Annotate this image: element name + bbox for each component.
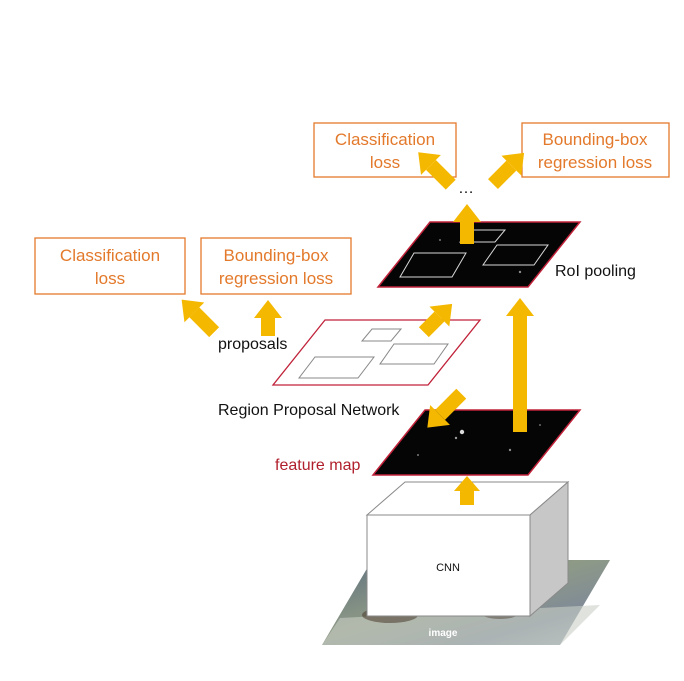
classification-loss-box-top: Classification loss <box>313 122 457 178</box>
roi-pooling-label: RoI pooling <box>555 263 636 280</box>
bbox-regression-top-line2: regression loss <box>538 153 652 172</box>
classification-loss-top-line1: Classification <box>335 130 435 149</box>
cnn-label: CNN <box>436 562 460 574</box>
roi-pooling-plane <box>376 221 582 288</box>
bbox-regression-left-line2: regression loss <box>219 269 333 288</box>
proposals-label: proposals <box>218 336 287 353</box>
rpn-label: Region Proposal Network <box>218 402 400 419</box>
arrow-proposals-to-roi <box>418 303 453 338</box>
arrow-feature-map-to-roi <box>506 298 534 432</box>
bbox-regression-left-line1: Bounding-box <box>224 246 329 265</box>
arrow-proposals-to-classification-left <box>181 299 220 338</box>
bbox-regression-top-line1: Bounding-box <box>543 130 648 149</box>
cnn-block: CNN <box>365 480 570 618</box>
arrow-to-classification-top <box>418 152 456 190</box>
feature-map-plane <box>371 409 582 476</box>
bbox-regression-loss-box-left: Bounding-box regression loss <box>200 237 352 295</box>
feature-map-label: feature map <box>275 457 360 474</box>
image-label: image <box>429 628 458 639</box>
arrow-proposals-to-bbox-left <box>254 300 282 336</box>
classification-loss-left-line1: Classification <box>60 246 160 265</box>
classification-loss-top-line2: loss <box>370 153 400 172</box>
arrow-to-bbox-top <box>488 152 525 189</box>
bbox-regression-loss-box-top: Bounding-box regression loss <box>521 122 670 178</box>
arrow-cnn-to-feature-map <box>454 476 480 505</box>
proposals-plane <box>271 319 482 386</box>
classification-loss-box-left: Classification loss <box>34 237 186 295</box>
classification-loss-left-line2: loss <box>95 269 125 288</box>
ellipsis-label: … <box>458 180 474 197</box>
arrow-roi-up <box>453 204 481 244</box>
arrow-feature-map-to-proposals <box>427 388 467 428</box>
